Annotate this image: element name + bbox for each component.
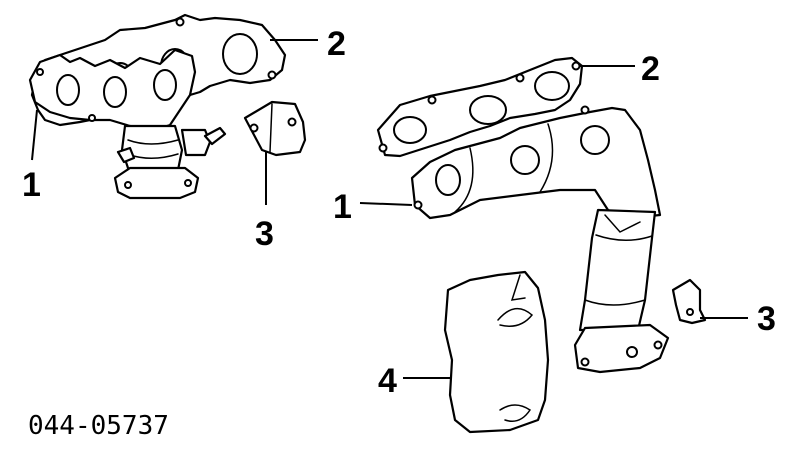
heat-shield <box>443 270 550 434</box>
callout-left-bracket: 3 <box>255 215 274 253</box>
leader-lines <box>31 39 748 379</box>
left-bracket <box>243 100 307 157</box>
figure-code: 044-05737 <box>28 411 169 441</box>
leader-right-1 <box>359 202 413 206</box>
callout-right-manifold: 1 <box>333 188 352 226</box>
right-manifold-gasket <box>376 56 584 158</box>
callout-right-bracket: 3 <box>757 300 776 338</box>
callout-heat-shield: 4 <box>378 362 397 400</box>
left-exhaust-manifold <box>28 48 227 200</box>
callout-right-gasket: 2 <box>641 50 660 88</box>
right-exhaust-manifold <box>410 105 670 374</box>
right-bracket <box>671 278 707 325</box>
leader-left-1 <box>31 109 38 161</box>
callout-left-gasket: 2 <box>327 25 346 63</box>
callout-left-manifold: 1 <box>22 166 41 204</box>
